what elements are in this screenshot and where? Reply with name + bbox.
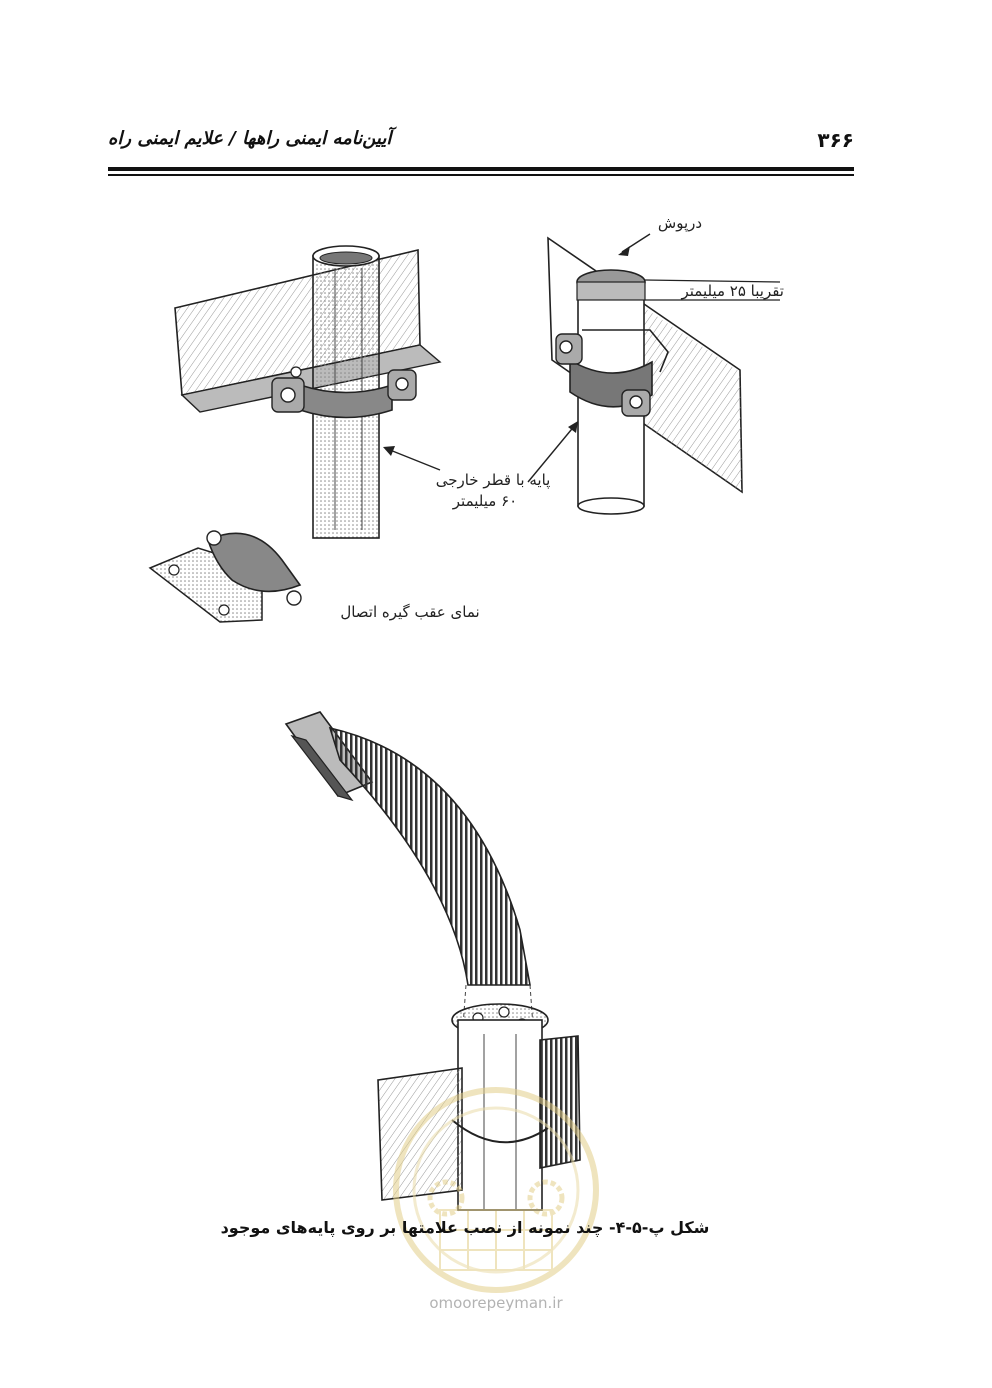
left-sign-assembly <box>174 245 442 539</box>
watermark-seal <box>393 1087 599 1293</box>
right-sign-assembly <box>527 233 781 515</box>
running-header: ۳۶۶ آیین‌نامه ایمنی راهها / علایم ایمنی … <box>108 128 854 164</box>
label-post-line1: پایه با قطر خارجی <box>436 471 551 490</box>
bracket-arm-assembly <box>284 711 581 1211</box>
label-cap: درپوش <box>658 214 702 233</box>
figure-caption: شکل پ-۵-۴- چند نمونه از نصب علامتها بر ر… <box>220 1218 710 1237</box>
clamp-back-view <box>148 530 302 623</box>
page-number: ۳۶۶ <box>817 128 854 152</box>
book-title: آیین‌نامه ایمنی راهها / علایم ایمنی راه <box>108 128 392 149</box>
header-rule-thick <box>108 167 854 171</box>
label-approx: تقریبا ۲۵ میلیمتر <box>680 282 784 300</box>
header-rule-thin <box>108 174 854 176</box>
watermark-site: omoorepeyman.ir <box>429 1294 563 1312</box>
label-back-view: نمای عقب گیره اتصال <box>340 603 479 621</box>
label-post-line2: ۶۰ میلیمتر <box>452 492 517 510</box>
